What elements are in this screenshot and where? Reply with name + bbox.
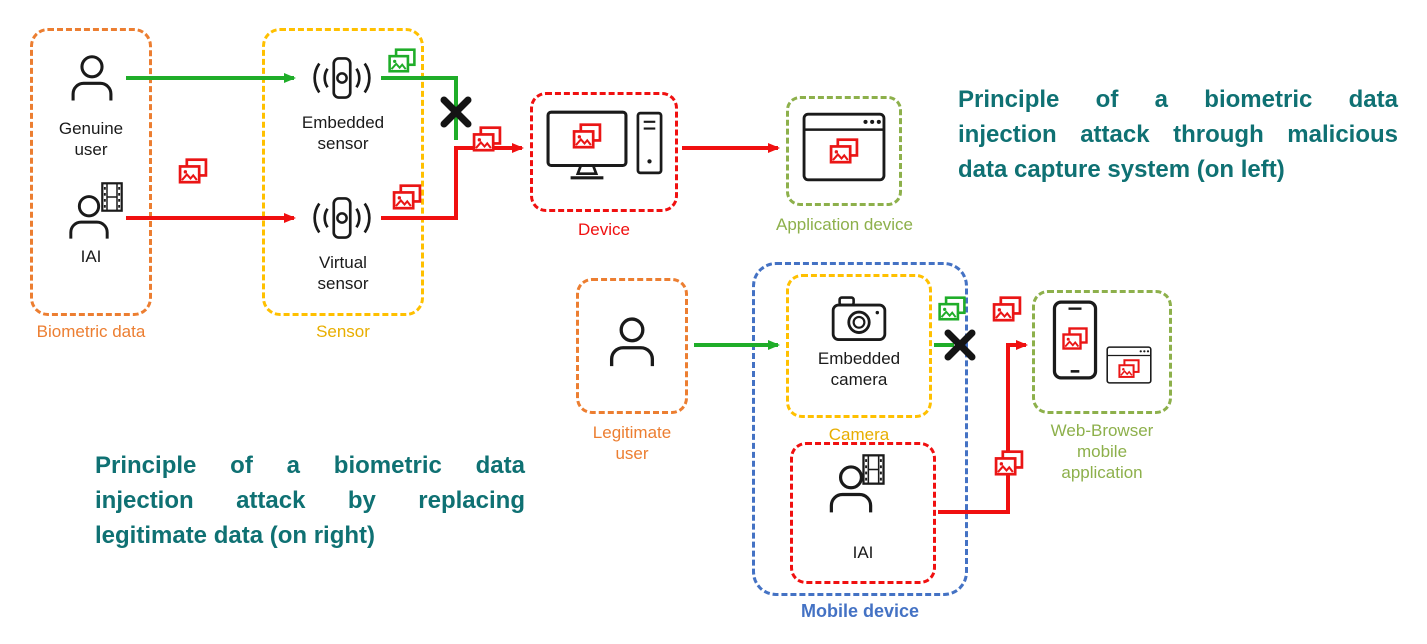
genuine-image-icon	[388, 48, 416, 74]
camera-box	[786, 274, 932, 418]
web-browser-box	[1032, 290, 1172, 414]
film-icon	[101, 182, 123, 212]
injected-image-icon	[1062, 327, 1088, 351]
film-icon	[862, 454, 885, 485]
embedded-sensor-icon	[309, 54, 375, 102]
caption-line: Principle of a biometric data	[95, 452, 525, 479]
genuine-user-label: Genuine user	[58, 119, 124, 160]
device-label: Device	[578, 220, 630, 239]
person-icon	[66, 52, 118, 104]
device-box	[530, 92, 678, 212]
mobile-device-label: Mobile device	[800, 601, 920, 621]
mini-browser-icon	[1106, 346, 1152, 384]
iai-label: IAI	[852, 543, 874, 562]
application-window-icon	[802, 112, 886, 182]
block-x-icon	[440, 96, 472, 128]
camera-icon	[831, 294, 887, 342]
virtual-sensor-label: Virtual sensor	[317, 253, 369, 294]
injected-image-icon	[992, 296, 1022, 323]
embedded-sensor-label: Embedded sensor	[301, 113, 385, 154]
legitimate-user-label: Legitimate user	[592, 423, 672, 464]
tower-icon	[636, 110, 663, 176]
genuine-image-icon	[938, 296, 966, 322]
smartphone-icon	[1052, 300, 1098, 380]
caption-line: injection attack by replacing	[95, 487, 525, 514]
injected-image-icon	[392, 184, 422, 211]
biometric-data-label: Biometric data	[36, 322, 146, 341]
iai-box-right	[790, 442, 936, 584]
legitimate-user-box	[576, 278, 688, 414]
injected-image-icon	[829, 138, 859, 165]
virtual-sensor-icon	[309, 194, 375, 242]
injected-image-icon	[178, 158, 208, 185]
injected-image-icon	[994, 450, 1024, 477]
injected-image-icon	[572, 123, 602, 150]
caption-top-right: Principle of a biometric data injection …	[958, 82, 1398, 187]
web-browser-label: Web-Browser mobile application	[1050, 421, 1154, 483]
person-icon	[604, 314, 660, 370]
caption-bottom-left: Principle of a biometric data injection …	[95, 448, 525, 553]
caption-line: data capture system (on left)	[958, 156, 1285, 183]
iai-label: IAI	[80, 247, 102, 266]
application-device-label: Application device	[775, 215, 914, 234]
injected-image-icon	[1118, 359, 1140, 379]
caption-line: legitimate data (on right)	[95, 522, 376, 549]
device-icon	[546, 108, 664, 182]
camera-label: Camera	[828, 425, 890, 444]
biometric-data-box	[30, 28, 152, 316]
injected-image-icon	[472, 126, 502, 153]
embedded-camera-label: Embedded camera	[817, 349, 901, 390]
application-device-box	[786, 96, 902, 206]
caption-line: injection attack through malicious	[958, 121, 1398, 148]
sensor-label: Sensor	[316, 322, 370, 341]
caption-line: Principle of a biometric data	[958, 86, 1398, 113]
